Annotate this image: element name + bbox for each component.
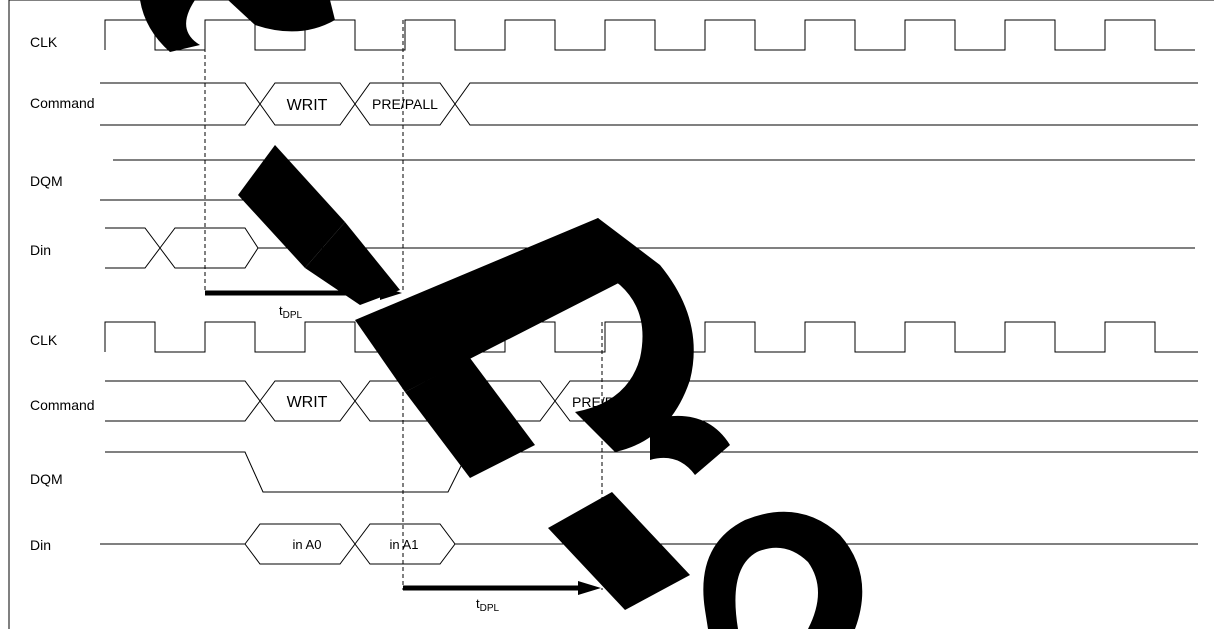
diagram-frame xyxy=(8,0,1214,629)
dqm-waveform xyxy=(105,451,1198,493)
signal-label-dqm: DQM xyxy=(30,173,63,189)
signal-label-command: Command xyxy=(30,397,95,413)
signal-label-dqm: DQM xyxy=(30,471,63,487)
watermark xyxy=(140,0,863,629)
clk-waveform xyxy=(104,19,1195,51)
din-waveform xyxy=(105,227,1195,269)
signal-label-clk: CLK xyxy=(30,34,58,50)
command-box-writ: WRIT xyxy=(287,97,328,114)
signal-label-clk: CLK xyxy=(30,332,58,348)
signal-label-din: Din xyxy=(30,242,51,258)
signal-label-command: Command xyxy=(30,95,95,111)
data-box-in-a1: in A1 xyxy=(390,537,419,552)
signal-label-din: Din xyxy=(30,537,51,553)
timing-diagram-2: CLK Command DQM Din WRIT PRE/PALL in A0 … xyxy=(30,321,1198,614)
tdpl-label: tDPL xyxy=(279,303,303,321)
din-waveform xyxy=(100,523,1198,565)
command-box-writ: WRIT xyxy=(287,394,328,411)
data-box-in-a0: in A0 xyxy=(293,537,322,552)
tdpl-arrowhead xyxy=(578,581,601,595)
command-bus xyxy=(100,82,1198,126)
tdpl-label: tDPL xyxy=(476,596,500,614)
command-box-pre-pall: PRE/PALL xyxy=(372,96,438,112)
